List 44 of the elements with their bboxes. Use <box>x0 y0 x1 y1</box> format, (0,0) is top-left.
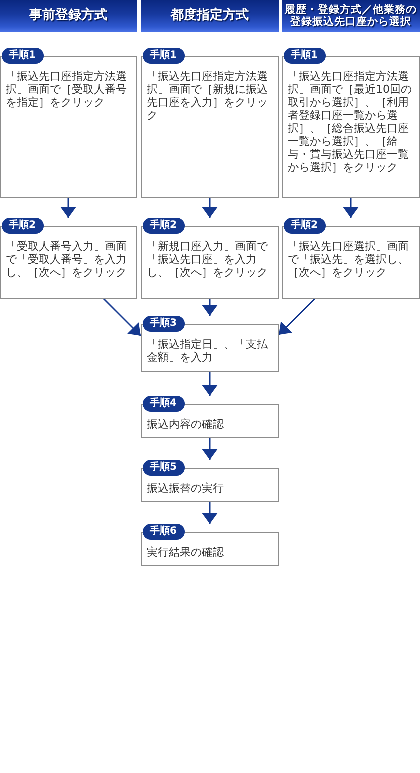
step-description: 振込振替の実行 <box>147 482 225 495</box>
step-badge: 手順2 <box>2 218 44 234</box>
step-card <box>282 48 420 198</box>
arrow <box>202 299 218 316</box>
step-description: 「振込先口座指定方法選択」画面で［新規に振込先口座を入力］をクリック <box>147 70 269 122</box>
step-description: 「振込先口座指定方法選択」画面で［最近10回の取引から選択］、［利用者登録口座一覧から選択］、［総合振込先口座一覧から選択］、［給与・賞与振込先口座一覧から選択］をクリック <box>288 70 413 174</box>
step-badge: 手順1 <box>143 48 185 64</box>
step-description: 「振込先口座指定方法選択」画面で［受取人番号を指定］をクリック <box>6 70 128 109</box>
arrow <box>202 438 218 460</box>
step-badge: 手順2 <box>284 218 326 234</box>
step-card <box>141 48 279 198</box>
arrow <box>202 198 218 218</box>
step-card <box>141 460 279 502</box>
step-card <box>282 218 420 299</box>
step-description: 「受取人番号入力」画面で「受取人番号」を入力し、［次へ］をクリック <box>6 240 128 279</box>
step-card <box>141 396 279 438</box>
step-card <box>141 218 279 299</box>
step-badge: 手順6 <box>143 524 185 540</box>
step-description: 「振込指定日」、「支払金額」を入力 <box>147 338 269 364</box>
step-description: 「振込先口座選択」画面で「振込先」を選択し、［次へ］をクリック <box>288 240 410 279</box>
step-card <box>141 524 279 566</box>
column-header <box>0 0 137 32</box>
arrow <box>202 372 218 396</box>
step-card <box>0 48 137 198</box>
column-header <box>141 0 279 32</box>
step-badge: 手順5 <box>143 460 185 476</box>
column-title: 事前登録方式 <box>30 8 108 24</box>
column-title: 都度指定方式 <box>171 8 249 24</box>
arrow <box>202 502 218 524</box>
step-description: 振込内容の確認 <box>147 418 225 431</box>
step-badge: 手順1 <box>284 48 326 64</box>
arrow <box>278 298 316 336</box>
step-description: 実行結果の確認 <box>147 546 225 559</box>
step-card <box>141 316 279 372</box>
step-badge: 手順4 <box>143 396 185 412</box>
step-badge: 手順3 <box>143 316 185 332</box>
arrow <box>103 298 142 337</box>
step-card <box>0 218 137 299</box>
column-title: 履歴・登録方式／他業務の登録振込先口座から選択 <box>285 4 417 28</box>
step-description: 「新規口座入力」画面で「振込先口座」を入力し、［次へ］をクリック <box>147 240 270 279</box>
arrow <box>343 198 359 218</box>
arrow <box>60 198 76 218</box>
step-badge: 手順2 <box>143 218 185 234</box>
step-badge: 手順1 <box>2 48 44 64</box>
